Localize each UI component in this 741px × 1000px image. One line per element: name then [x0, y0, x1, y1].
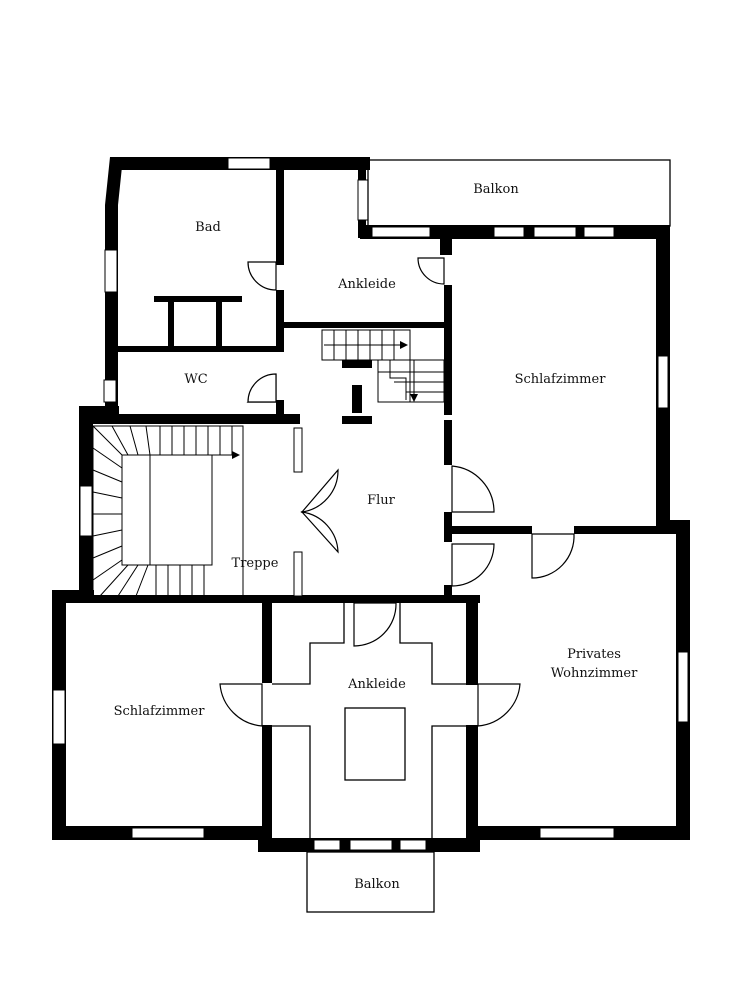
room-label-treppe: Treppe	[232, 556, 279, 571]
doors	[219, 257, 575, 727]
room-label-ankleide-bottom: Ankleide	[347, 677, 406, 692]
windows	[52, 157, 689, 851]
room-label-flur: Flur	[367, 493, 396, 508]
staircase-main	[92, 425, 244, 597]
room-label-schlafzimmer-right: Schlafzimmer	[515, 372, 607, 387]
room-label-balkon-top: Balkon	[473, 182, 519, 197]
room-label-bad: Bad	[195, 220, 221, 235]
room-labels: Bad Balkon Ankleide WC Schlafzimmer Flur…	[114, 182, 639, 892]
room-label-balkon-bottom: Balkon	[354, 877, 400, 892]
ankleide-cabinet-outline	[272, 603, 466, 838]
room-label-schlafzimmer-left: Schlafzimmer	[114, 704, 206, 719]
room-label-privates: Privates	[567, 647, 621, 662]
room-label-ankleide-top: Ankleide	[337, 277, 396, 292]
staircase-flur	[321, 329, 445, 403]
balconies	[306, 159, 671, 913]
room-label-wc: WC	[184, 372, 207, 387]
room-label-wohnzimmer: Wohnzimmer	[551, 666, 638, 681]
